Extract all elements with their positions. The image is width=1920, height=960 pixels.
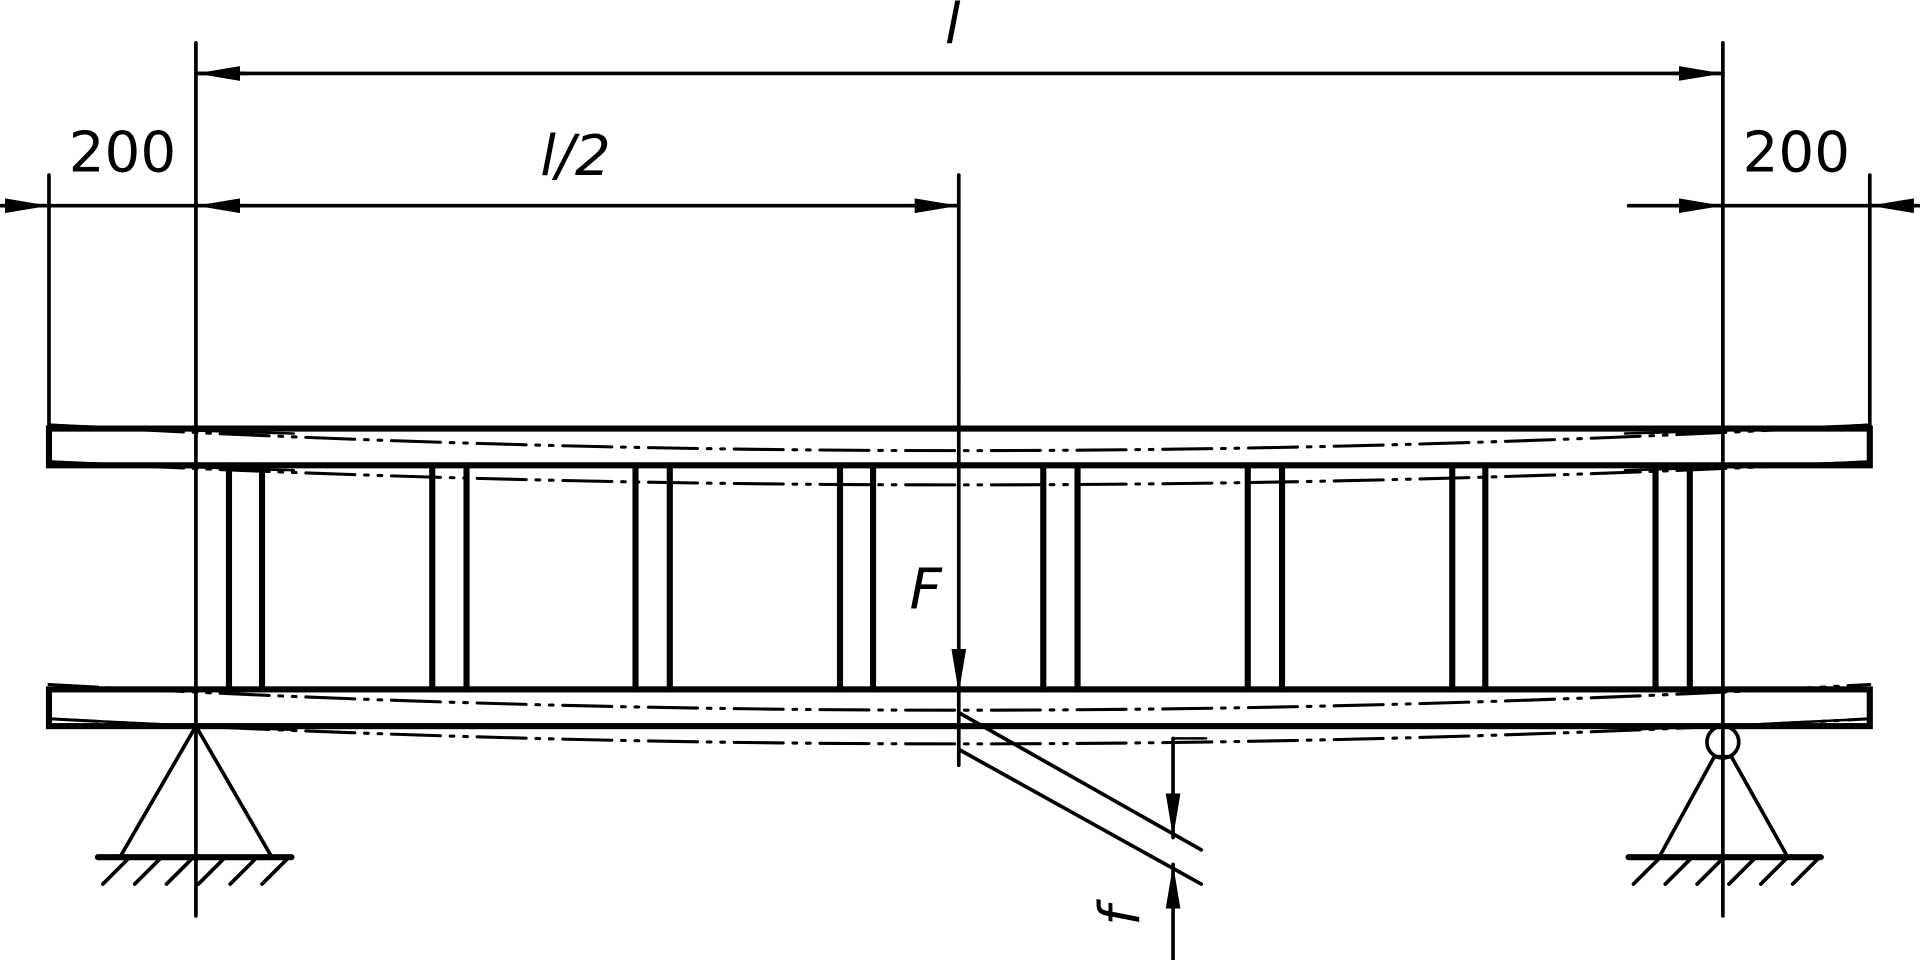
left-pinned-support — [94, 722, 295, 886]
force-label: F — [910, 558, 944, 623]
right-overhang-label: 200 — [1743, 120, 1850, 185]
right-roller-support — [1625, 724, 1824, 886]
half-span-label: l/2 — [540, 124, 610, 189]
stiffeners — [225, 462, 1693, 693]
deflection-leader-upper — [956, 710, 1204, 852]
deflected-shape — [47, 423, 1872, 746]
deflection-label: f — [1088, 899, 1153, 926]
span-label: l — [945, 0, 961, 57]
left-overhang-label: 200 — [69, 120, 176, 185]
deflection-leader-lower — [956, 747, 1204, 886]
